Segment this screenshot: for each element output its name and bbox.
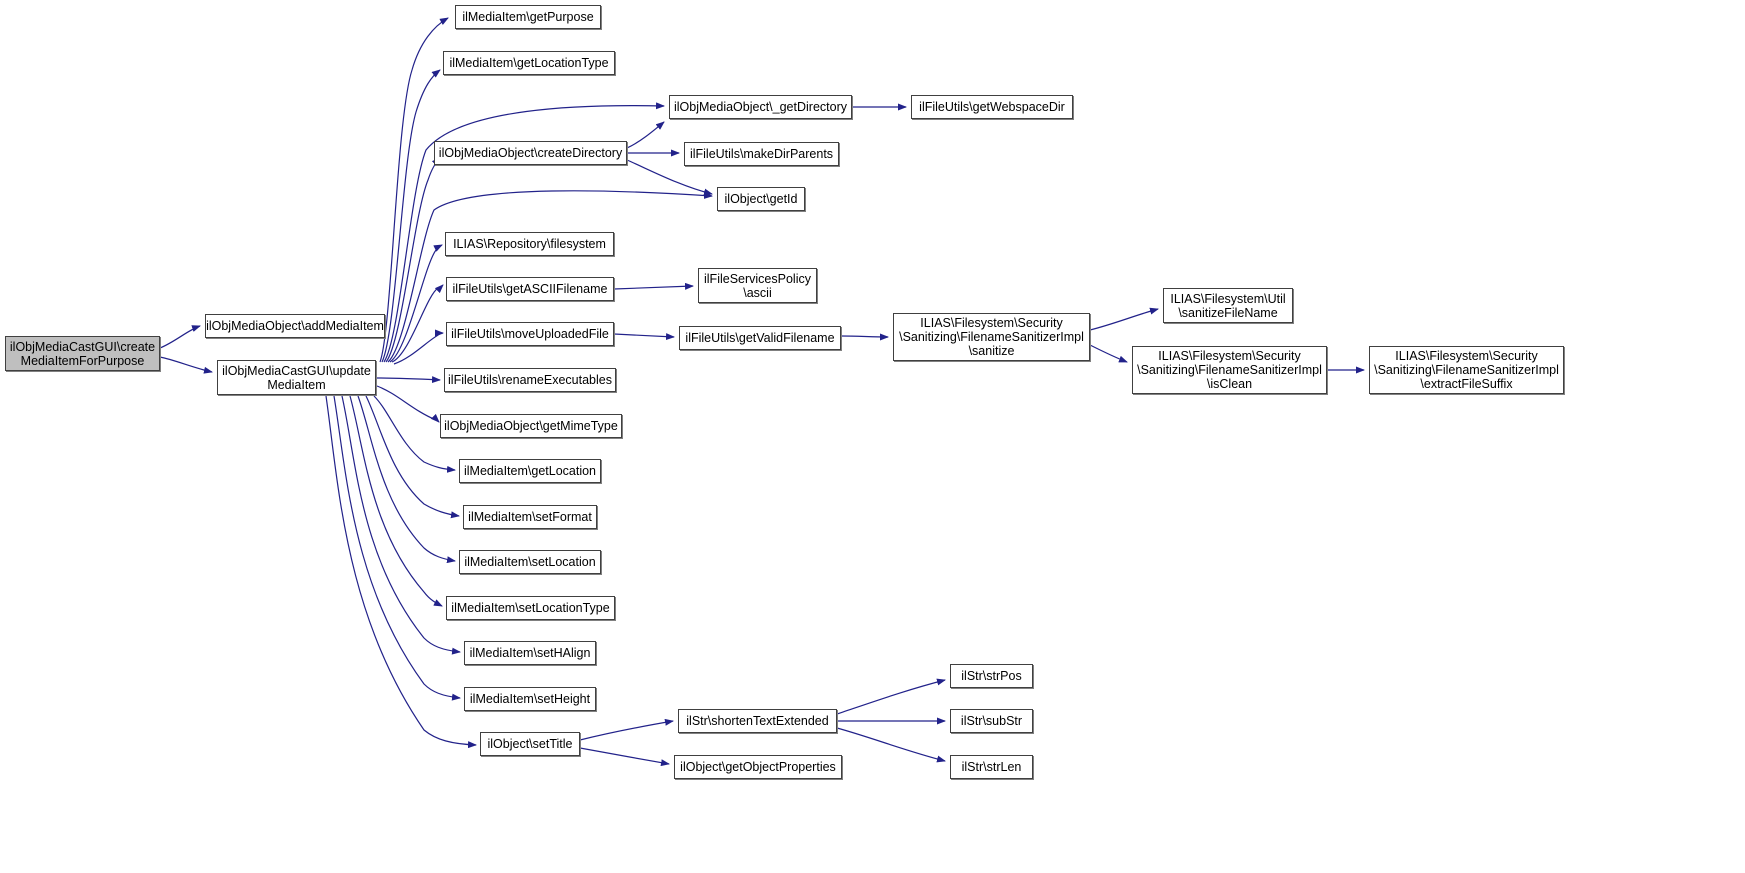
edge-n2-to-n23: [349, 395, 443, 607]
graph-node-n26[interactable]: ilObject\setTitle: [480, 732, 580, 756]
graph-node-n16[interactable]: ILIAS\Filesystem\Security \Sanitizing\Fi…: [1132, 346, 1327, 394]
edge-n0-to-n1: [159, 325, 201, 349]
graph-node-nWeb[interactable]: ilFileUtils\getWebspaceDir: [911, 95, 1073, 119]
graph-node-label: ilStr\subStr: [960, 714, 1023, 728]
graph-node-label: ilObject\setTitle: [487, 737, 573, 751]
edge-n2-to-n10: [391, 284, 444, 363]
graph-node-n10[interactable]: ilFileUtils\getASCIIFilename: [446, 277, 614, 301]
edge-n14-to-n15: [1089, 307, 1159, 331]
graph-node-n24[interactable]: ilMediaItem\setHAlign: [464, 641, 596, 665]
graph-node-label: ilMediaItem\getPurpose: [462, 10, 594, 24]
graph-node-label: ilMediaItem\getLocation: [463, 464, 597, 478]
graph-node-n30[interactable]: ilStr\subStr: [950, 709, 1033, 733]
graph-node-n21[interactable]: ilMediaItem\setFormat: [463, 505, 597, 529]
graph-node-label: ilObject\getId: [724, 192, 798, 206]
graph-node-label: ilMediaItem\setLocationType: [451, 601, 610, 615]
graph-node-n31[interactable]: ilStr\strLen: [950, 755, 1033, 779]
graph-node-label: ilFileUtils\makeDirParents: [689, 147, 834, 161]
graph-node-n12[interactable]: ilFileUtils\moveUploadedFile: [446, 322, 614, 346]
graph-node-label: ilFileUtils\getASCIIFilename: [452, 282, 608, 296]
graph-node-label: ilObject\getObjectProperties: [680, 760, 836, 774]
graph-node-n13[interactable]: ilFileUtils\getValidFilename: [679, 326, 841, 350]
edge-n10-to-n11: [613, 282, 694, 290]
graph-node-label: ilMediaItem\setLocation: [464, 555, 596, 569]
graph-node-label: ilMediaItem\setHAlign: [469, 646, 591, 660]
graph-node-label: ilFileUtils\renameExecutables: [448, 373, 612, 387]
graph-node-label: ilObjMediaObject\_getDirectory: [674, 100, 847, 114]
graph-node-label: ilObjMediaCastGUI\create MediaItemForPur…: [9, 339, 156, 368]
edge-n14-to-n16: [1089, 344, 1128, 363]
graph-node-n11[interactable]: ilFileServicesPolicy \ascii: [698, 268, 817, 303]
graph-node-label: ilFileUtils\moveUploadedFile: [451, 327, 609, 341]
graph-node-label: ilObjMediaObject\addMediaItem: [206, 319, 384, 333]
edge-n0-to-n2: [159, 356, 213, 374]
edge-n2-to-n4: [381, 69, 441, 363]
graph-node-n29[interactable]: ilStr\strPos: [950, 664, 1033, 688]
graph-node-label: ilStr\strPos: [961, 669, 1022, 683]
graph-node-label: ilFileServicesPolicy \ascii: [704, 271, 811, 300]
graph-node-label: ilMediaItem\setHeight: [469, 692, 591, 706]
graph-node-n1[interactable]: ilObjMediaObject\addMediaItem: [205, 314, 385, 338]
graph-node-n9[interactable]: ILIAS\Repository\filesystem: [445, 232, 614, 256]
graph-node-label: ILIAS\Filesystem\Security \Sanitizing\Fi…: [1137, 349, 1322, 391]
edge-n2-to-n18: [376, 376, 441, 384]
graph-node-n5[interactable]: ilObjMediaObject\_getDirectory: [669, 95, 852, 119]
graph-node-label: ilFileUtils\getWebspaceDir: [919, 100, 1065, 114]
graph-node-n4[interactable]: ilMediaItem\getLocationType: [443, 51, 615, 75]
graph-node-n19[interactable]: ilObjMediaObject\getMimeType: [440, 414, 622, 438]
graph-node-n17[interactable]: ILIAS\Filesystem\Security \Sanitizing\Fi…: [1369, 346, 1564, 394]
graph-node-label: ilStr\strLen: [961, 760, 1022, 774]
graph-node-n8[interactable]: ilObject\getId: [717, 187, 805, 211]
edge-n2-to-n3: [379, 17, 449, 363]
edge-n26-to-n28: [579, 747, 670, 767]
graph-node-n7[interactable]: ilFileUtils\makeDirParents: [684, 142, 839, 166]
graph-node-label: ilObjMediaObject\getMimeType: [444, 419, 618, 433]
edge-n6-to-n5: [626, 121, 665, 149]
graph-node-n0[interactable]: ilObjMediaCastGUI\create MediaItemForPur…: [5, 336, 160, 371]
graph-node-n22[interactable]: ilMediaItem\setLocation: [459, 550, 601, 574]
edge-n27-to-n31: [836, 727, 946, 763]
edge-n2-to-n12: [393, 329, 444, 365]
graph-node-label: ilStr\shortenTextExtended: [686, 714, 829, 728]
graph-node-label: ilMediaItem\setFormat: [468, 510, 592, 524]
graph-node-n6[interactable]: ilObjMediaObject\createDirectory: [434, 141, 627, 165]
graph-node-n20[interactable]: ilMediaItem\getLocation: [459, 459, 601, 483]
edge-n2-to-n19: [376, 385, 440, 423]
graph-node-n15[interactable]: ILIAS\Filesystem\Util \sanitizeFileName: [1163, 288, 1293, 323]
edge-n26-to-n27: [579, 718, 674, 741]
graph-node-n28[interactable]: ilObject\getObjectProperties: [674, 755, 842, 779]
edge-n13-to-n14: [840, 333, 889, 341]
graph-node-n14[interactable]: ILIAS\Filesystem\Security \Sanitizing\Fi…: [893, 313, 1090, 361]
graph-node-n23[interactable]: ilMediaItem\setLocationType: [446, 596, 615, 620]
graph-node-label: ILIAS\Filesystem\Security \Sanitizing\Fi…: [899, 316, 1084, 358]
graph-node-label: ilMediaItem\getLocationType: [449, 56, 609, 70]
graph-node-label: ilFileUtils\getValidFilename: [685, 331, 835, 345]
graph-node-label: ilObjMediaObject\createDirectory: [438, 146, 623, 160]
edge-n2-to-n25: [333, 395, 461, 701]
edge-n2-to-n26: [325, 395, 477, 749]
graph-node-n2[interactable]: ilObjMediaCastGUI\update MediaItem: [217, 360, 376, 395]
edge-n12-to-n13: [613, 333, 675, 341]
graph-node-n18[interactable]: ilFileUtils\renameExecutables: [444, 368, 616, 392]
edge-n2-to-n6: [385, 157, 441, 363]
graph-node-label: ILIAS\Filesystem\Security \Sanitizing\Fi…: [1374, 349, 1559, 391]
edge-n2-to-n9: [389, 244, 443, 363]
graph-node-n25[interactable]: ilMediaItem\setHeight: [464, 687, 596, 711]
graph-node-label: ilObjMediaCastGUI\update MediaItem: [222, 363, 371, 392]
graph-node-label: ILIAS\Filesystem\Util \sanitizeFileName: [1170, 291, 1286, 320]
graph-node-label: ILIAS\Repository\filesystem: [453, 237, 606, 251]
edge-n27-to-n29: [836, 678, 946, 715]
graph-node-n3[interactable]: ilMediaItem\getPurpose: [455, 5, 601, 29]
graph-node-n27[interactable]: ilStr\shortenTextExtended: [678, 709, 837, 733]
